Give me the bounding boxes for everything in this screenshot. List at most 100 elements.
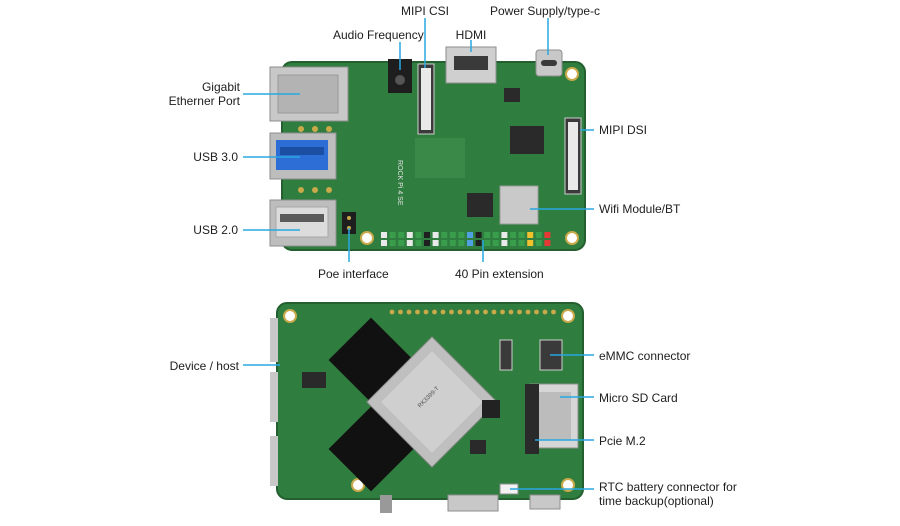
bottom-pin (398, 309, 403, 315)
label-mipi-csi: MIPI CSI (400, 4, 449, 18)
label-40-pin: 40 Pin extension (455, 267, 544, 281)
bottom-pin (517, 309, 522, 315)
label-mipi-dsi: MIPI DSI (599, 123, 648, 137)
poe-header (342, 212, 356, 234)
label-usb3: USB 3.0 (193, 150, 238, 164)
top-chip (510, 126, 544, 154)
bottom-pin (525, 309, 531, 315)
wifi-module (499, 185, 539, 225)
bottom-chip (302, 372, 326, 388)
gpio-pin (492, 232, 499, 238)
gpio-pin (381, 240, 387, 246)
mount-hole (360, 231, 374, 245)
top-chip (467, 193, 493, 217)
label-power-supply: Power Supply/type-c (490, 4, 601, 18)
mount-hole (561, 309, 575, 323)
gpio-pin (518, 232, 525, 238)
top-board: ROCK Pi 4 SE (269, 46, 586, 251)
gpio-pin (510, 240, 516, 246)
gpio-pin (389, 232, 396, 238)
gpio-pin (424, 240, 430, 246)
bottom-board: RK3399-T (270, 302, 584, 513)
mount-hole (283, 309, 297, 323)
label-pcie: Pcie M.2 (599, 434, 646, 448)
gpio-pin (432, 232, 439, 238)
label-micro-sd: Micro SD Card (599, 391, 678, 405)
label-poe: Poe interface (318, 267, 389, 281)
gpio-pin (441, 232, 448, 238)
gpio-pin (544, 232, 551, 238)
gpio-pin (458, 232, 465, 238)
label-wifi-bt: Wifi Module/BT (599, 202, 681, 216)
bottom-pin (423, 309, 429, 315)
bottom-pin (440, 309, 446, 315)
gpio-pin (449, 232, 456, 238)
mount-hole (561, 478, 575, 492)
gpio-pin (406, 232, 413, 238)
bottom-pin (457, 309, 463, 315)
label-usb2: USB 2.0 (193, 223, 238, 237)
gpio-pin (441, 240, 448, 246)
bottom-pin (551, 309, 556, 315)
gpio-pin (398, 232, 405, 238)
label-hdmi: HDMI (455, 28, 487, 42)
bottom-pin (534, 309, 539, 315)
label-rtc-line1: RTC battery connector for (599, 480, 737, 494)
gpio-pin (501, 232, 508, 238)
callout-lines (243, 18, 594, 490)
gpio-pin (389, 240, 396, 246)
gpio-40-pin-header (381, 232, 551, 246)
label-device-host: Device / host (169, 359, 239, 373)
bottom-pin (500, 309, 505, 315)
gpio-pin (415, 232, 422, 238)
bottom-chip (482, 400, 500, 418)
gpio-pin (381, 232, 387, 238)
gpio-pin (432, 240, 439, 246)
gpio-pin (449, 240, 456, 246)
gpio-pin (424, 232, 430, 238)
gpio-pin (544, 240, 551, 246)
gpio-pin (527, 232, 534, 238)
gpio-pin (510, 232, 516, 238)
bottom-pin (466, 309, 471, 315)
label-audio-frequency: Audio Frequency (333, 28, 424, 42)
bottom-pin (389, 309, 395, 315)
gpio-pin (398, 240, 405, 246)
mount-hole (565, 67, 579, 81)
gpio-pin (475, 240, 482, 246)
top-chip (504, 88, 520, 102)
bottom-chip (470, 440, 486, 454)
gpio-pin (535, 232, 542, 238)
bottom-pin (449, 309, 454, 315)
mount-hole (351, 478, 365, 492)
gpio-pin (484, 232, 491, 238)
gpio-pin (467, 232, 473, 238)
bottom-pin (415, 309, 420, 315)
silkscreen-text: ROCK Pi 4 SE (396, 160, 403, 206)
gpio-pin (492, 240, 499, 246)
gpio-pin (527, 240, 534, 246)
gpio-pin (406, 240, 413, 246)
gpio-pin (415, 240, 422, 246)
bottom-pin (483, 309, 488, 315)
gpio-pin (518, 240, 525, 246)
pcie-m2-slot (525, 384, 539, 454)
bottom-pin (406, 309, 412, 315)
label-gigabit: Gigabit (201, 80, 240, 94)
bottom-pin (491, 309, 497, 315)
label-rtc-line2: time backup(optional) (599, 494, 714, 508)
gpio-pin (458, 240, 465, 246)
label-emmc: eMMC connector (599, 349, 691, 363)
bottom-pin-row (389, 309, 556, 315)
small-connector (499, 339, 513, 371)
bottom-pin (474, 309, 480, 315)
gpio-pin (467, 240, 473, 246)
label-ethernet-port: Etherner Port (168, 94, 240, 108)
gpio-pin (475, 232, 482, 238)
bottom-pin (432, 309, 437, 315)
gpio-pin (484, 240, 491, 246)
gpio-pin (501, 240, 508, 246)
bottom-pin (508, 309, 514, 315)
mount-hole (565, 231, 579, 245)
